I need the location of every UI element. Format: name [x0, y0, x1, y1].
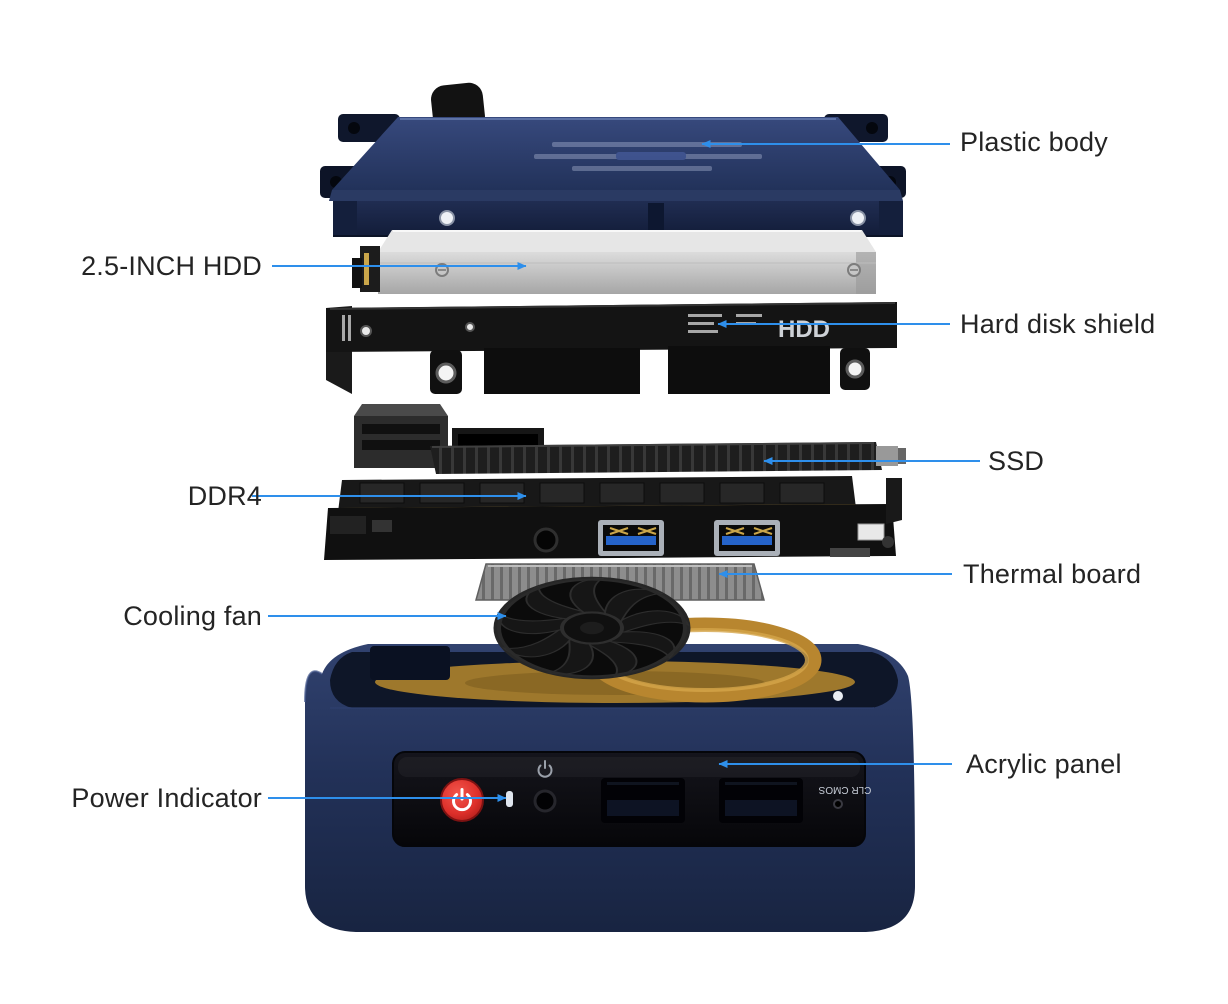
- ddr4-part: [338, 476, 856, 512]
- rear-io-stack: [354, 404, 448, 468]
- front-jack[interactable]: [533, 789, 557, 813]
- hdd-sata-connector: [360, 246, 380, 292]
- hard-disk-shield-part: HDD: [326, 302, 897, 394]
- usb-cutout[interactable]: [719, 778, 803, 823]
- frame-screw-hole: [850, 210, 866, 226]
- usb3-port: [598, 520, 664, 556]
- callout-acrylic-panel: Acrylic panel: [966, 749, 1122, 779]
- shield-screw-hole: [845, 359, 865, 379]
- clr-cmos-pinhole[interactable]: [833, 799, 843, 809]
- usb-cutout[interactable]: [601, 778, 685, 823]
- callout-plastic-body: Plastic body: [960, 127, 1108, 157]
- clr-cmos-text: CLR CMOS: [818, 784, 871, 795]
- cooling-fan-part: [493, 576, 691, 680]
- callout-hard-disk-shield: Hard disk shield: [960, 309, 1156, 339]
- acrylic-panel-part: CLR CMOS: [392, 751, 871, 847]
- lid-print-smudge: [534, 142, 762, 171]
- frame-screw-hole: [439, 210, 455, 226]
- shield-print-hdd-text: HDD: [778, 316, 830, 343]
- callout-thermal-board: Thermal board: [963, 559, 1142, 589]
- audio-jack: [533, 527, 559, 553]
- usb3-port: [714, 520, 780, 556]
- power-led: [506, 791, 513, 807]
- callout-cooling-fan: Cooling fan: [123, 601, 262, 631]
- hdd-part: [352, 230, 876, 294]
- callout-power-indicator: Power Indicator: [71, 783, 262, 813]
- power-button[interactable]: [440, 778, 484, 822]
- ssd-part: [430, 442, 906, 474]
- shield-screw-hole: [435, 362, 457, 384]
- callout-ssd: SSD: [988, 446, 1045, 476]
- plastic-body-part: [320, 114, 906, 237]
- callout-hdd-2-5-inch: 2.5-INCH HDD: [81, 251, 262, 281]
- hdd-screw: [847, 263, 861, 277]
- leader-lines: [252, 140, 980, 802]
- rim-cutout: [370, 646, 450, 680]
- motherboard-part: [324, 404, 906, 560]
- recovery-icon: [537, 760, 553, 778]
- rim-screw: [833, 691, 843, 701]
- callout-ddr4: DDR4: [187, 481, 262, 511]
